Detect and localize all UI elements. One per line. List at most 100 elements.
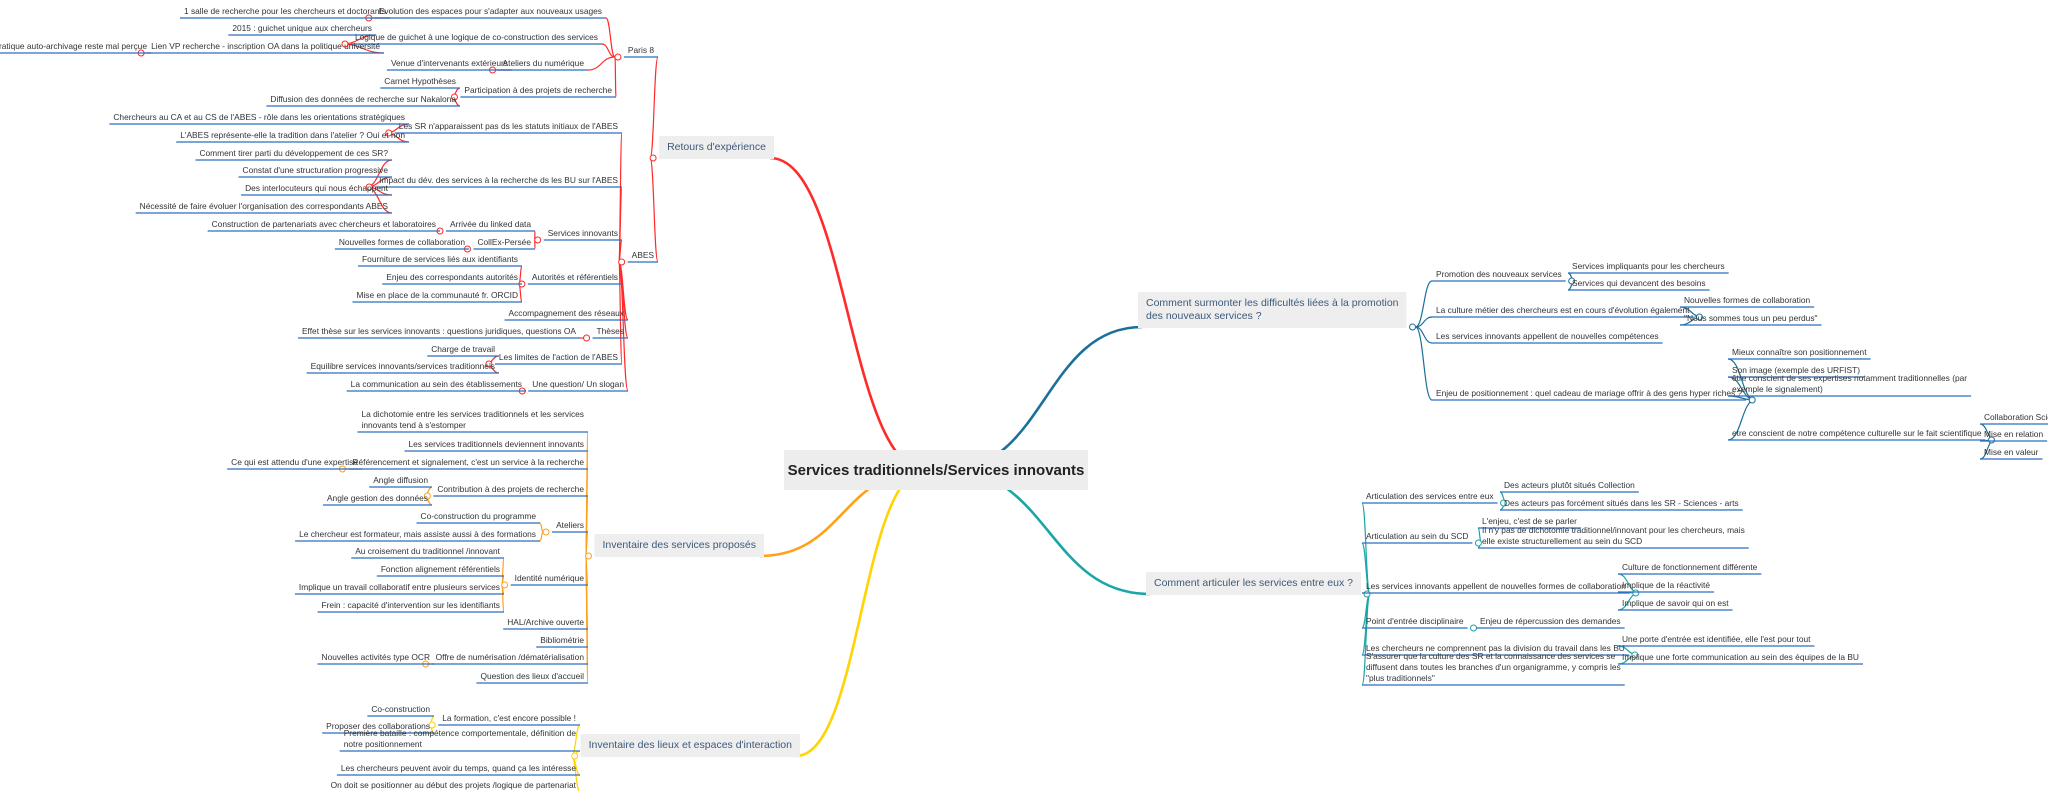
topic-b0-c0-c2-c0[interactable]: Venue d'intervenants extérieurs — [386, 58, 512, 71]
collapse-knob[interactable] — [1568, 277, 1576, 285]
topic-b1-c8-c0[interactable]: Nouvelles activités type OCR — [317, 652, 434, 665]
collapse-knob[interactable] — [450, 93, 458, 101]
collapse-knob[interactable] — [571, 752, 579, 760]
topic-b4-c1[interactable]: Articulation au sein du SCD — [1362, 531, 1482, 547]
topic-b4-c3-c0[interactable]: Enjeu de répercussion des demandes — [1476, 616, 1625, 629]
topic-b0-c1-c6-c0[interactable]: Charge de travail — [427, 344, 499, 357]
topic-b4-c2[interactable]: Les services innovants appellent de nouv… — [1362, 581, 1640, 597]
topic-b3-c3-c3[interactable]: etre conscient de notre compétence cultu… — [1728, 428, 1996, 444]
topic-b0-c1-c3[interactable]: Autorités et référentiels — [518, 272, 622, 288]
collapse-knob[interactable] — [485, 360, 493, 368]
topic-b0-c1-c2-c0-c0[interactable]: Construction de partenariats avec cherch… — [207, 219, 440, 232]
collapse-knob[interactable] — [341, 40, 349, 48]
collapse-knob[interactable] — [365, 183, 373, 191]
collapse-knob[interactable] — [1632, 589, 1640, 597]
topic-b1-c3-c0[interactable]: Angle diffusion — [369, 475, 432, 488]
topic-b3-c3-c3-c0[interactable]: Collaboration Sciences Arts — [1980, 412, 2048, 425]
topic-b0-c1-c3-c2[interactable]: Mise en place de la communauté fr. ORCID — [352, 290, 522, 303]
topic-b0-c0[interactable]: Paris 8 — [614, 45, 658, 61]
topic-b1-c8[interactable]: Offre de numérisation /dématérialisation — [422, 652, 588, 668]
topic-b4-c5[interactable]: S'assurer que la culture des SR et la co… — [1362, 651, 1625, 686]
collapse-knob[interactable] — [428, 721, 436, 729]
topic-b3-c3-c2[interactable]: être conscient de ses expertises notamme… — [1728, 373, 1972, 397]
topic-b3-c1[interactable]: La culture métier des chercheurs est en … — [1432, 305, 1703, 321]
topic-b1-c3[interactable]: Contribution à des projets de recherche — [423, 484, 588, 500]
collapse-knob[interactable] — [1500, 499, 1508, 507]
topic-b0-c0-c1-c1[interactable]: Lien VP recherche - inscription OA dans … — [137, 41, 384, 57]
topic-b4-c2-c2[interactable]: Implique de savoir qui on est — [1618, 598, 1733, 611]
topic-b3-c0[interactable]: Promotion des nouveaux services — [1432, 269, 1576, 285]
collapse-knob[interactable] — [583, 334, 591, 342]
topic-b3-c3-c3-c1[interactable]: Mise en relation — [1980, 429, 2048, 442]
topic-b4-c0[interactable]: Articulation des services entre eux — [1362, 491, 1508, 507]
topic-b3-c3-c3-c2[interactable]: Mise en valeur — [1980, 447, 2043, 460]
collapse-knob[interactable] — [1631, 651, 1639, 659]
collapse-knob[interactable] — [542, 528, 550, 536]
central-topic[interactable]: Services traditionnels/Services innovant… — [784, 450, 1088, 490]
topic-b0-c0-c3-c0[interactable]: Carnet Hypothèses — [380, 76, 460, 89]
topic-b0-c1-c4[interactable]: Accompagnement des réseaux — [504, 308, 628, 321]
topic-b3-c0-c0[interactable]: Services impliquants pour les chercheurs — [1568, 261, 1729, 274]
topic-b0-c0-c1[interactable]: Logique de guichet à une logique de co-c… — [341, 32, 602, 48]
topic-b4-c0-c0[interactable]: Des acteurs plutôt situés Collection — [1500, 480, 1639, 493]
collapse-knob[interactable] — [1409, 323, 1416, 331]
topic-b4-c1-c0[interactable]: L'enjeu, c'est de se parler — [1478, 516, 1581, 529]
topic-b0-c0-c1-c1-c0[interactable]: Pratique auto-archivage reste mal perçue — [0, 41, 151, 54]
collapse-knob[interactable] — [423, 492, 431, 500]
main-topic-b2[interactable]: Inventaire des lieux et espaces d'intera… — [571, 734, 800, 760]
topic-b1-c4[interactable]: Ateliers — [542, 520, 588, 536]
topic-b0-c1-c2-c1[interactable]: CollEx-Persée — [463, 237, 535, 253]
topic-b3-c3-c0[interactable]: Mieux connaître son positionnement — [1728, 347, 1871, 360]
topic-b0-c1-c3-c0[interactable]: Fourniture de services liés aux identifi… — [358, 254, 522, 267]
collapse-knob[interactable] — [1470, 624, 1478, 632]
topic-b0-c0-c0-c0[interactable]: 1 salle de recherche pour les chercheurs… — [179, 6, 390, 19]
collapse-knob[interactable] — [1474, 539, 1482, 547]
topic-b1-c5-c2[interactable]: Implique un travail collaboratif entre p… — [294, 582, 504, 595]
topic-b0-c1-c2-c1-c0[interactable]: Nouvelles formes de collaboration — [334, 237, 469, 250]
topic-b1-c3-c1[interactable]: Angle gestion des données — [322, 493, 432, 506]
topic-b1-c0[interactable]: La dichotomie entre les services traditi… — [357, 409, 588, 433]
main-topic-b0[interactable]: Retours d'expérience — [649, 136, 774, 162]
collapse-knob[interactable] — [585, 552, 592, 560]
topic-b4-c3[interactable]: Point d'entrée disciplinaire — [1362, 616, 1478, 632]
topic-b3-c1-c0[interactable]: Nouvelles formes de collaboration — [1680, 295, 1815, 308]
topic-b1-c2[interactable]: Référencement et signalement, c'est un s… — [338, 457, 588, 473]
topic-b0-c1-c1-c3[interactable]: Nécessité de faire évoluer l'organisatio… — [135, 201, 392, 214]
topic-b0-c1-c1-c1[interactable]: Constat d'une structuration progressive — [238, 165, 392, 178]
topic-b0-c1-c5[interactable]: Thèses — [583, 326, 628, 342]
topic-b2-c3[interactable]: On doit se positionner au début des proj… — [327, 780, 580, 791]
topic-b1-c5-c1[interactable]: Fonction alignement référentiels — [376, 564, 504, 577]
topic-b0-c1-c3-c1[interactable]: Enjeu des correspondants autorités — [382, 272, 522, 285]
topic-b0-c0-c3[interactable]: Participation à des projets de recherche — [450, 85, 616, 101]
topic-b0-c1-c2-c0[interactable]: Arrivée du linked data — [436, 219, 535, 235]
topic-b2-c2[interactable]: Les chercheurs peuvent avoir du temps, q… — [336, 763, 580, 776]
topic-b1-c1[interactable]: Les services traditionnels deviennent in… — [404, 439, 588, 452]
collapse-knob[interactable] — [534, 236, 542, 244]
main-topic-b3[interactable]: Comment surmonter les difficultés liées … — [1138, 292, 1416, 331]
topic-b0-c1-c2[interactable]: Services innovants — [534, 228, 622, 244]
topic-b0-c0-c0[interactable]: Evolution des espaces pour s'adapter aux… — [365, 6, 606, 22]
topic-b0-c1-c0[interactable]: Les SR n'apparaissent pas ds les statuts… — [385, 121, 622, 137]
topic-b2-c0[interactable]: La formation, c'est encore possible ! — [428, 713, 580, 729]
topic-b1-c5-c0[interactable]: Au croisement du traditionnel /innovant — [351, 546, 504, 559]
topic-b3-c2[interactable]: Les services innovants appellent de nouv… — [1432, 331, 1663, 344]
topic-b4-c2-c1[interactable]: Implique de la réactivité — [1618, 580, 1714, 593]
topic-b0-c0-c3-c1[interactable]: Diffusion des données de recherche sur N… — [266, 94, 460, 107]
topic-b0-c1-c7[interactable]: Une question/ Un slogan — [518, 379, 628, 395]
topic-b2-c0-c1[interactable]: Proposer des collaborations — [322, 721, 434, 734]
topic-b0-c1-c7-c0[interactable]: La communication au sein des établisseme… — [346, 379, 526, 392]
topic-b4-c0-c1[interactable]: Des acteurs pas forcément situés dans le… — [1500, 498, 1743, 511]
main-topic-b1[interactable]: Inventaire des services proposés — [585, 534, 765, 560]
topic-b0-c1-c1[interactable]: Impact du dév. des services à la recherc… — [365, 175, 622, 191]
topic-b4-c4-c1[interactable]: Implique une forte communication au sein… — [1618, 652, 1863, 665]
topic-b0-c1[interactable]: ABES — [618, 250, 658, 266]
topic-b0-c1-c0-c0[interactable]: Chercheurs au CA et au CS de l'ABES - rô… — [109, 112, 409, 125]
topic-b0-c1-c5-c0[interactable]: Effet thèse sur les services innovants :… — [297, 326, 580, 339]
topic-b0-c0-c1-c0[interactable]: 2015 : guichet unique aux chercheurs — [228, 23, 376, 36]
topic-b3-c0-c1[interactable]: Services qui devancent des besoins — [1568, 278, 1710, 291]
topic-b2-c0-c0[interactable]: Co-construction — [367, 704, 434, 717]
topic-b1-c5-c3[interactable]: Frein : capacité d'intervention sur les … — [317, 600, 505, 613]
collapse-knob[interactable] — [1748, 396, 1756, 404]
topic-b1-c2-c0[interactable]: Ce qui est attendu d'une expertise — [227, 457, 362, 470]
topic-b1-c5[interactable]: Identité numérique — [501, 573, 588, 589]
